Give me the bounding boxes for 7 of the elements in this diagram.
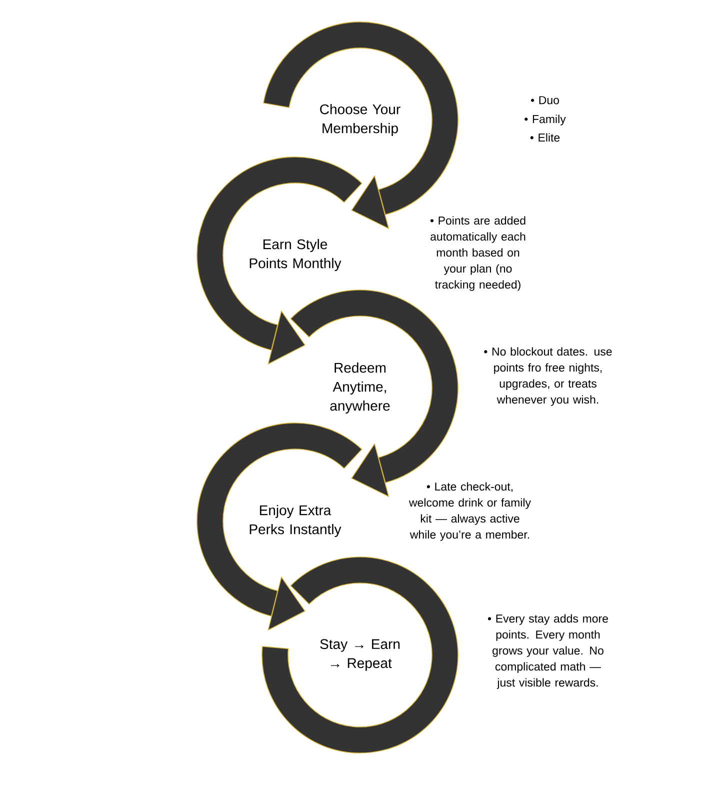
bullet-text: • Elite bbox=[530, 133, 560, 142]
bullet-text: • Late check-out, welcome drink or family kit — always active while you’re a member. bbox=[408, 482, 531, 541]
bullet-text: • Family bbox=[524, 114, 566, 126]
bullet-text: • Every stay adds more points. Every month grows your value. No complicated math — just visible rewards. bbox=[488, 614, 608, 689]
bullet-text: • Duo bbox=[530, 96, 559, 104]
bullet-text: • Points are added automatically each month based on your plan (no tracking needed) bbox=[430, 216, 526, 291]
bullet-text: • No blockout dates. use points fro free nights, upgrades, or treats whenever you wish. bbox=[484, 347, 612, 406]
